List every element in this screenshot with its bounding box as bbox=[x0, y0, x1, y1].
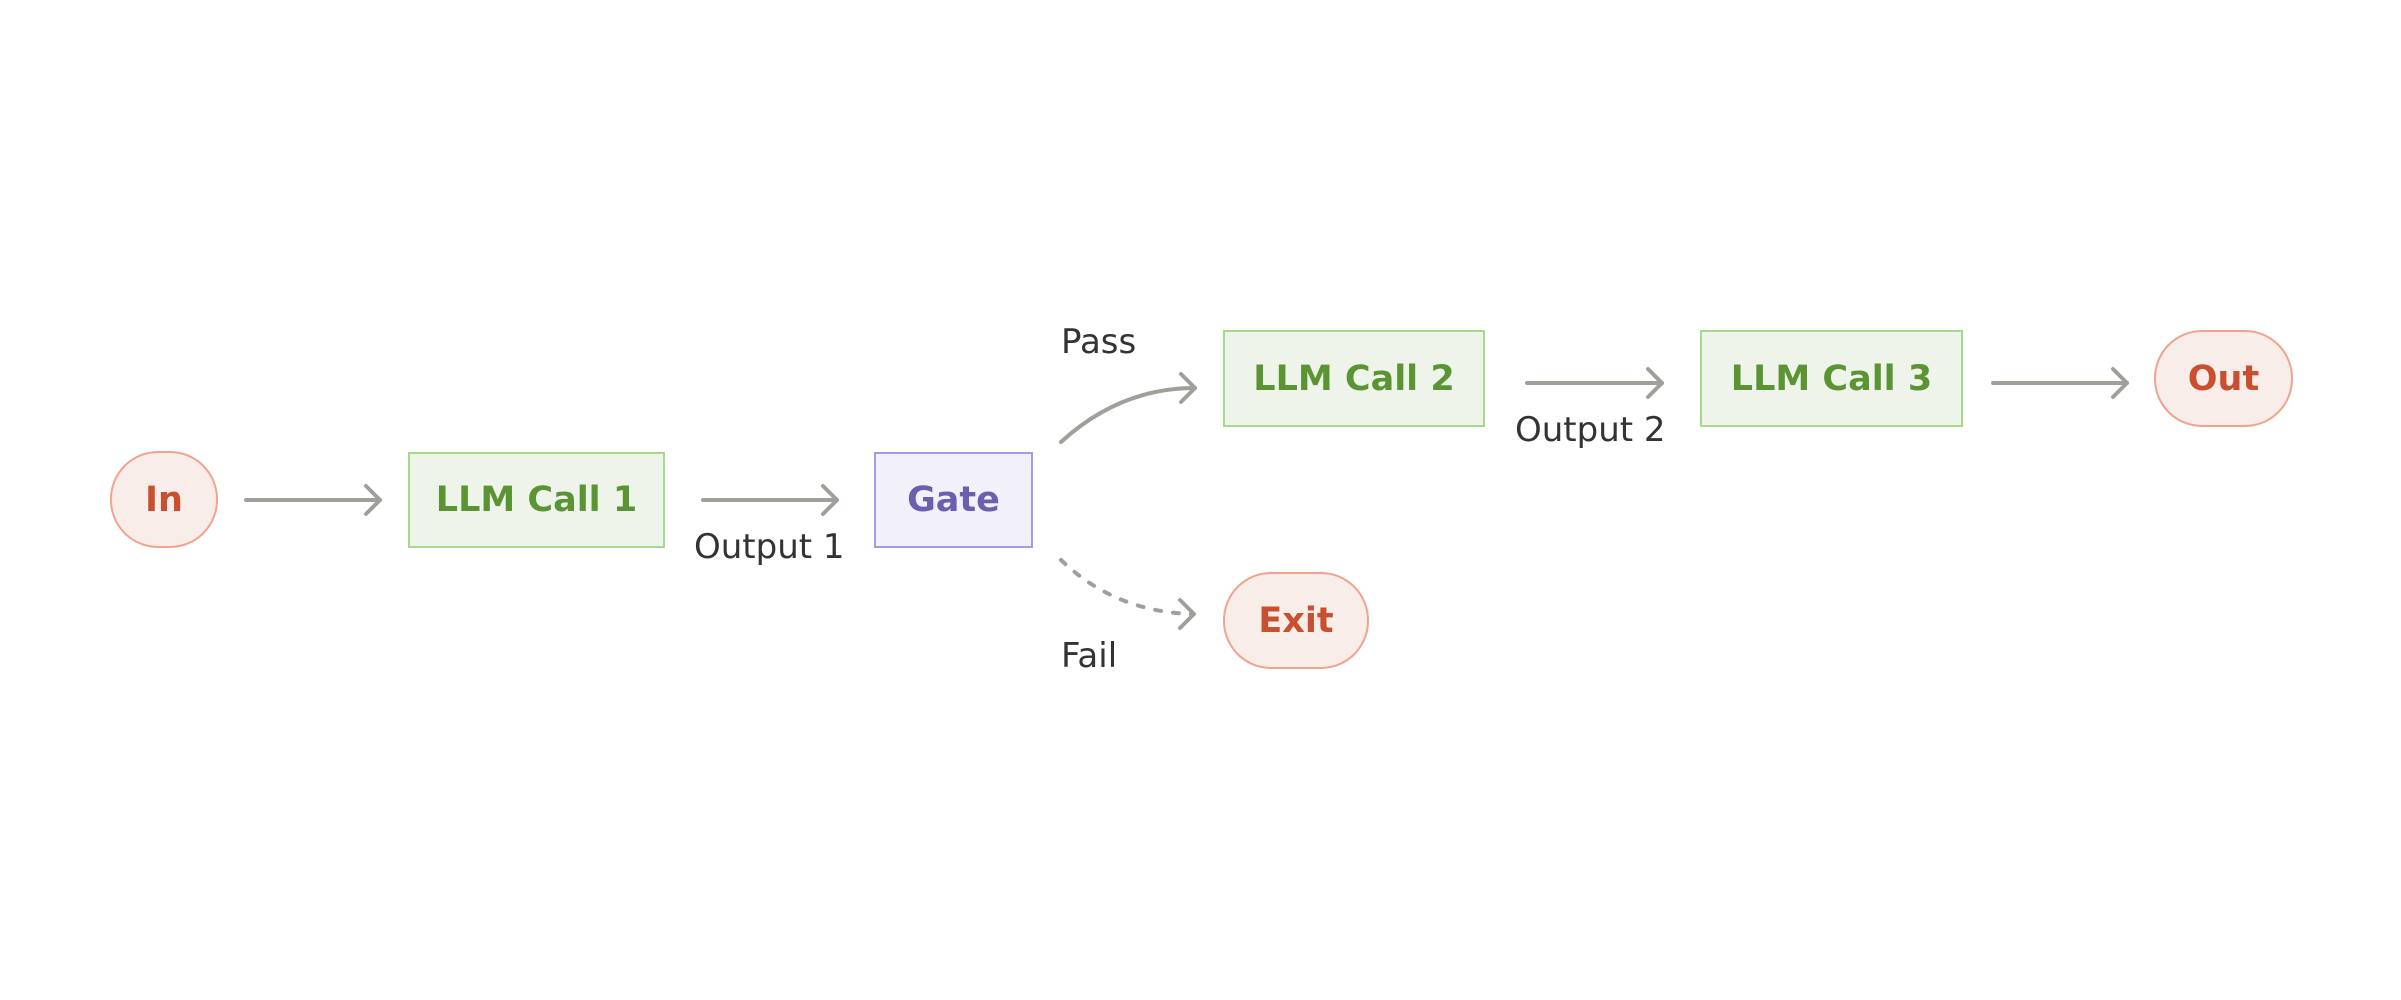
arrow-llm2-to-llm3 bbox=[1525, 367, 1664, 399]
edge-label-fail: Fail bbox=[1061, 636, 1118, 676]
edge-label-output-1: Output 1 bbox=[694, 527, 845, 567]
arrow-in-to-llm1 bbox=[244, 484, 382, 516]
edge-label-pass: Pass bbox=[1061, 322, 1137, 362]
edge-label-output-2: Output 2 bbox=[1515, 410, 1666, 450]
node-llm-call-2: LLM Call 2 bbox=[1223, 330, 1485, 427]
arrow-gate-fail bbox=[1059, 558, 1196, 630]
node-llm-call-3: LLM Call 3 bbox=[1700, 330, 1963, 427]
node-in: In bbox=[110, 451, 218, 548]
node-llm-call-1: LLM Call 1 bbox=[408, 452, 665, 548]
arrow-llm3-to-out bbox=[1991, 367, 2129, 399]
arrow-llm1-to-gate bbox=[701, 484, 839, 516]
node-out: Out bbox=[2154, 330, 2293, 427]
node-gate: Gate bbox=[874, 452, 1033, 548]
node-exit: Exit bbox=[1223, 572, 1369, 669]
arrow-gate-pass bbox=[1059, 372, 1197, 444]
